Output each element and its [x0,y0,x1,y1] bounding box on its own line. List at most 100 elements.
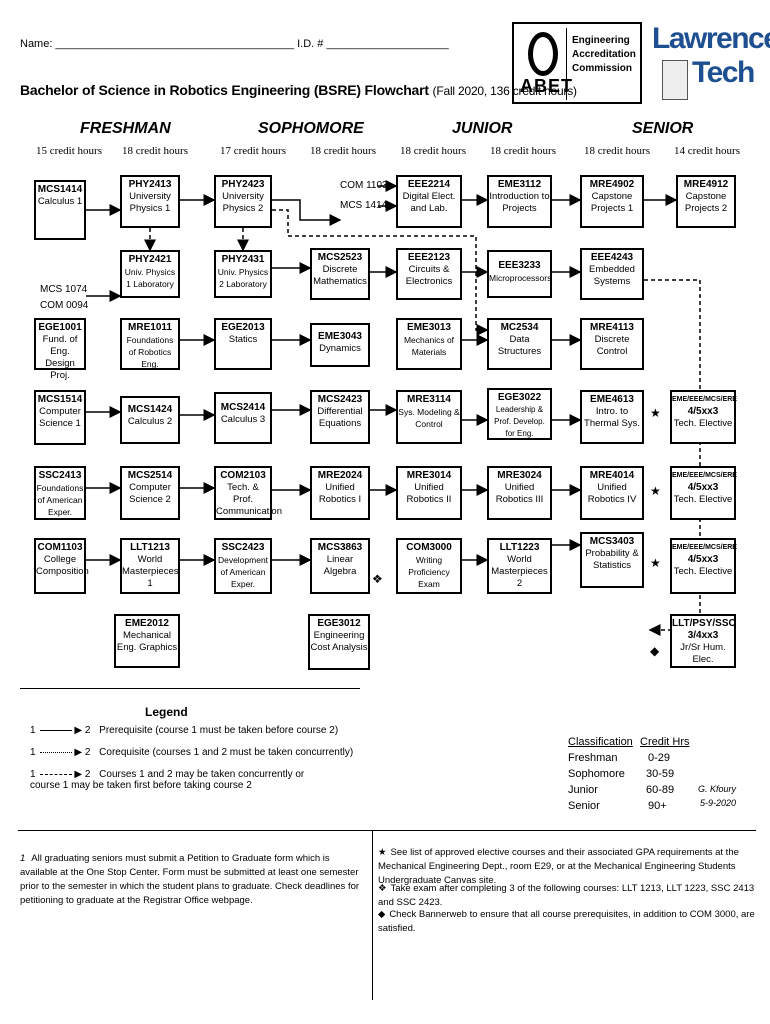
course-title: Foundations of Robotics Eng. [126,335,174,369]
year-freshman: FRESHMAN [80,120,171,137]
ltu-line-2: Tech [692,56,755,89]
course-num: 4/5xx3 [687,406,719,417]
lawrence-tech-logo: Lawrence Tech [650,22,770,106]
eac-line-1: Engineering [572,35,630,46]
course-code: MC2534 [500,322,539,333]
course-title: Differential Equations [317,406,363,429]
course-title: Unified Robotics II [406,482,452,505]
course-code: EME3043 [318,331,362,342]
classification-header: Classification [568,736,633,748]
course-title: Mechanics of Materials [403,335,455,357]
title-sub: (Fall 2020, 136 credit hours) [432,84,577,98]
course-title: Capstone Projects 1 [590,191,634,214]
course-code: MRE2024 [317,470,363,481]
class-junior: Junior [568,784,598,796]
dotted-arrow-icon [40,751,73,753]
course-code: EME2012 [125,618,169,629]
course-code: EME3013 [407,322,451,333]
course-code: MCS3863 [317,542,363,553]
course-title: Leadership & Prof. Develop. for Eng. [494,405,545,438]
credits-1: 15 credit hours [36,145,102,157]
credits-6: 18 credit hours [490,145,556,157]
label-com0094: COM 0094 [40,300,89,311]
course-code: MCS1514 [37,394,83,405]
star-icon: ★ [650,406,661,420]
legend-a: 1 [30,769,36,780]
legend-a: 1 [30,747,36,758]
course-title: Fund. of Eng. Design Proj. [42,334,78,381]
course-title: Tech. Elective [673,418,733,429]
course-code: MRE4902 [589,179,635,190]
label-com1103-in: COM 1103 [340,180,388,191]
course-title: Discrete Control [594,334,630,357]
course-code: MRE4113 [590,322,634,333]
credits-2: 18 credit hours [122,145,188,157]
course-title: University Physics 2 [222,191,264,214]
course-code: EEE4243 [590,252,634,263]
course-code: MCS1414 [37,184,83,195]
course-title: Univ. Physics 1 Laboratory [124,267,176,289]
footnote-star: ★See list of approved elective courses a… [378,846,758,888]
course-num: 4/5xx3 [687,482,719,493]
course-code: EME/EEE/MCS/ERE [672,472,737,479]
hrs-freshman: 0-29 [648,752,671,764]
course-title: Unified Robotics IV [587,482,637,505]
legend-row-prereq: 1 ▶ 2 Prerequisite (course 1 must be tak… [30,725,339,736]
course-title: Embedded Systems [589,264,635,287]
course-title: Jr/Sr Hum. Elec. [680,642,726,665]
legend-title: Legend [145,705,188,719]
course-title: Discrete Mathematics [313,264,367,287]
ltu-line-1: Lawrence [652,22,770,55]
course-code: MRE3114 [407,394,451,405]
title-main: Bachelor of Science in Robotics Engineer… [20,82,429,98]
